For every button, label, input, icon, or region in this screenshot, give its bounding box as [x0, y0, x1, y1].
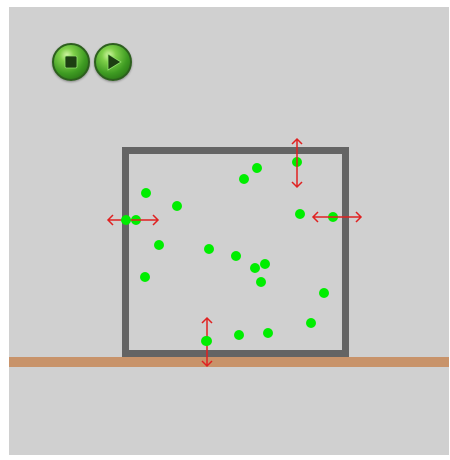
particle — [319, 288, 329, 298]
particle — [231, 251, 241, 261]
particle — [234, 330, 244, 340]
force-arrow — [313, 212, 361, 222]
particle — [154, 240, 164, 250]
particle — [252, 163, 262, 173]
particle — [140, 272, 150, 282]
particle — [306, 318, 316, 328]
particle — [256, 277, 266, 287]
particle — [141, 188, 151, 198]
particle-box-scene — [9, 7, 449, 455]
simulation-stage — [9, 7, 449, 455]
particle — [121, 215, 131, 225]
particle — [295, 209, 305, 219]
particle — [172, 201, 182, 211]
particle — [202, 336, 212, 346]
particle — [260, 259, 270, 269]
particle — [250, 263, 260, 273]
particles-layer — [131, 157, 338, 346]
particle — [204, 244, 214, 254]
particle — [263, 328, 273, 338]
particle — [239, 174, 249, 184]
